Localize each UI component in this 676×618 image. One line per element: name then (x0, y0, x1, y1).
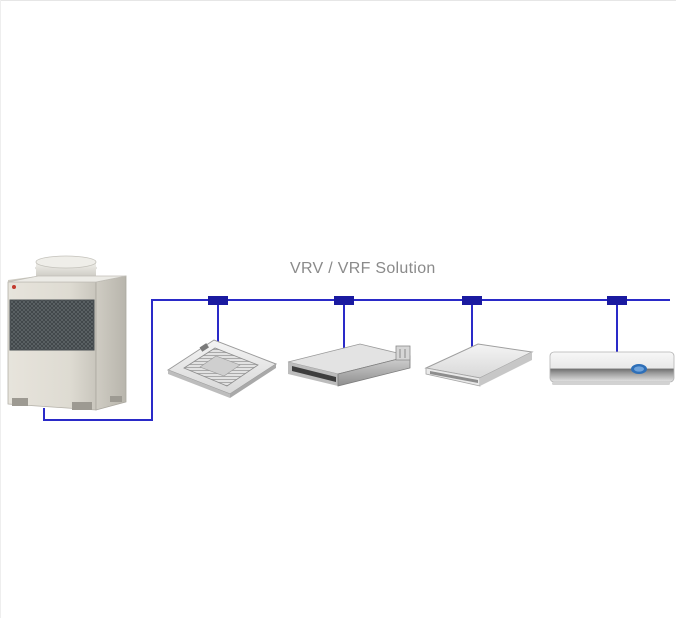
left-border (0, 0, 1, 618)
ducted-unit (287, 343, 411, 387)
diagram-title: VRV / VRF Solution (290, 260, 436, 277)
branch-joint (334, 296, 354, 305)
brand-logo-icon (12, 285, 16, 289)
ceiling-suspended-unit (424, 343, 534, 387)
refrigerant-piping (43, 299, 670, 421)
branch-joint (607, 296, 627, 305)
main-pipe (43, 299, 670, 421)
branch-joints (208, 296, 627, 305)
outdoor-unit (7, 255, 127, 411)
ceiling-cassette-unit (166, 339, 278, 398)
branch-joint (208, 296, 228, 305)
top-border (0, 0, 676, 1)
branch-joint (462, 296, 482, 305)
wall-mounted-unit (549, 351, 675, 385)
